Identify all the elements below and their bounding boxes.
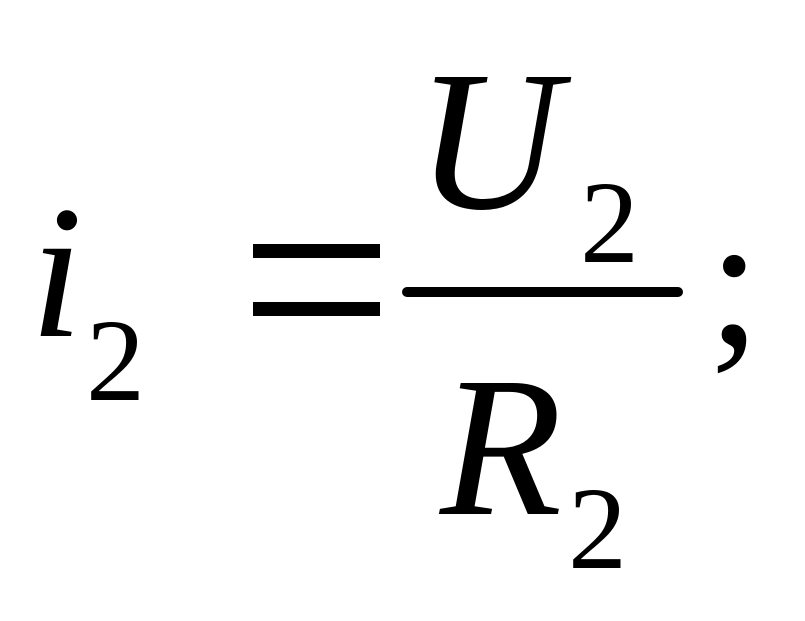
equals-sign-top-bar	[253, 244, 380, 258]
current-subscript: 2	[86, 295, 145, 426]
denominator-resistance-variable: R	[440, 337, 563, 558]
numerator-subscript: 2	[580, 157, 639, 288]
semicolon: ;	[708, 176, 761, 386]
denominator-subscript: 2	[568, 463, 627, 594]
fraction-bar	[402, 287, 683, 297]
numerator-voltage-variable: U	[416, 31, 561, 252]
current-variable: i	[30, 168, 83, 378]
equals-sign-bottom-bar	[253, 302, 380, 316]
